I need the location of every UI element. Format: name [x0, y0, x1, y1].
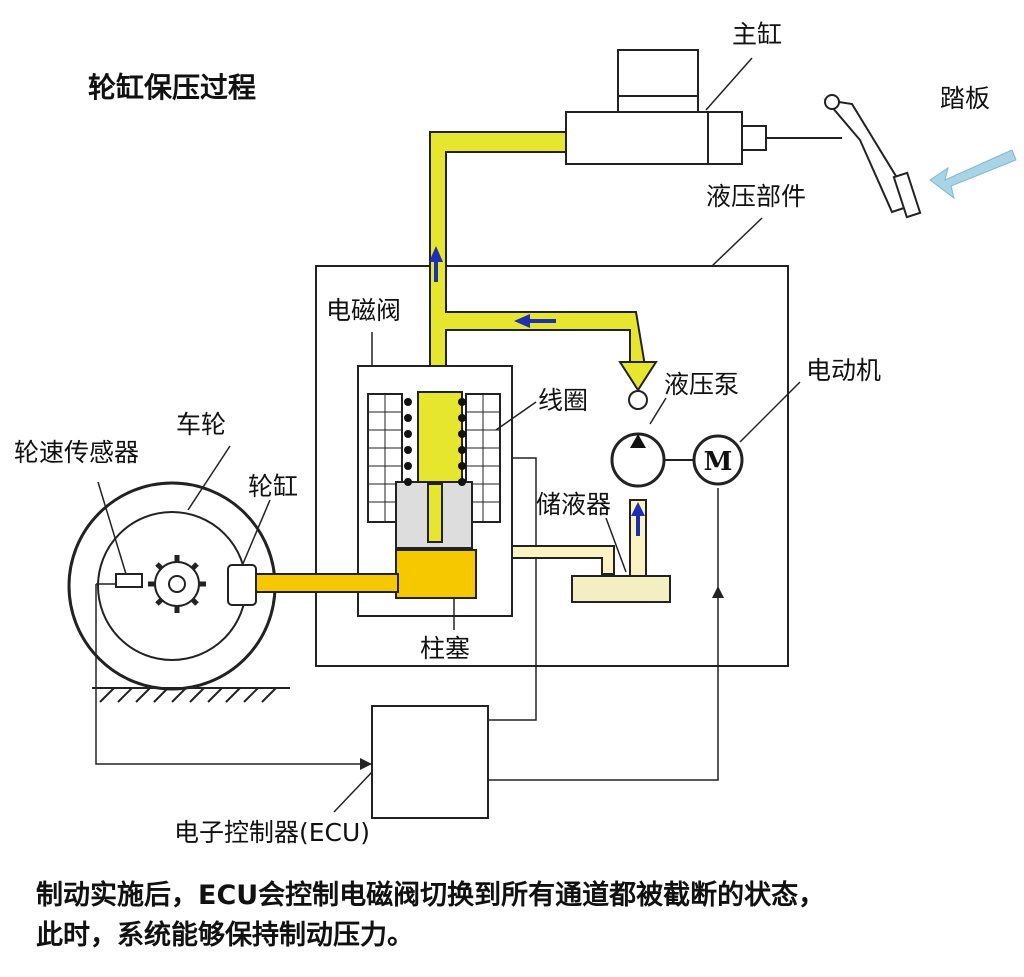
pedal-force-arrow [929, 149, 1017, 200]
check-valve-ball [628, 390, 648, 410]
master-cylinder [565, 49, 767, 165]
ecu-box [371, 705, 489, 819]
arrow-to-motor [712, 586, 724, 598]
speed-sensor [115, 573, 143, 588]
hydraulic-unit-housing [315, 265, 789, 667]
pump-arrow [630, 434, 646, 448]
label-coil: 线圈 [538, 386, 589, 415]
ground [92, 687, 290, 703]
caption-line-2: 此时，系统能够保持制动压力。 [36, 920, 414, 951]
coil-windings [404, 398, 466, 486]
label-ecu: 电子控制器(ECU) [174, 818, 371, 847]
label-wheel: 车轮 [176, 410, 227, 439]
label-pedal: 踏板 [940, 84, 991, 113]
diagram-title: 轮缸保压过程 [88, 71, 257, 104]
brake-fluid-lines [429, 131, 648, 393]
motor [692, 434, 744, 486]
label-hydraulic-unit: 液压部件 [706, 182, 807, 211]
motor-symbol: M [704, 447, 733, 477]
caption-line-1: 制动实施后，ECU会控制电磁阀切换到所有通道都被截断的状态， [36, 880, 826, 911]
label-plunger: 柱塞 [420, 634, 471, 663]
label-wheel-cylinder: 轮缸 [248, 472, 299, 501]
reservoir [571, 575, 671, 603]
gear-tone-wheel [148, 555, 206, 613]
label-speed-sensor: 轮速传感器 [14, 438, 140, 467]
pedal [823, 94, 922, 219]
leader-lines [97, 57, 801, 813]
arrow-to-ecu [360, 758, 372, 770]
label-reservoir: 储液器 [536, 490, 612, 519]
label-pump: 液压泵 [664, 370, 740, 399]
flow-arrows [429, 246, 645, 536]
label-master-cylinder: 主缸 [732, 20, 783, 49]
ecu-wiring [95, 457, 719, 781]
wheel-cylinder-line [255, 573, 399, 593]
label-motor: 电动机 [806, 356, 882, 385]
label-solenoid-valve: 电磁阀 [326, 296, 402, 325]
check-valve [618, 361, 658, 392]
wheel-cylinder [227, 564, 257, 606]
